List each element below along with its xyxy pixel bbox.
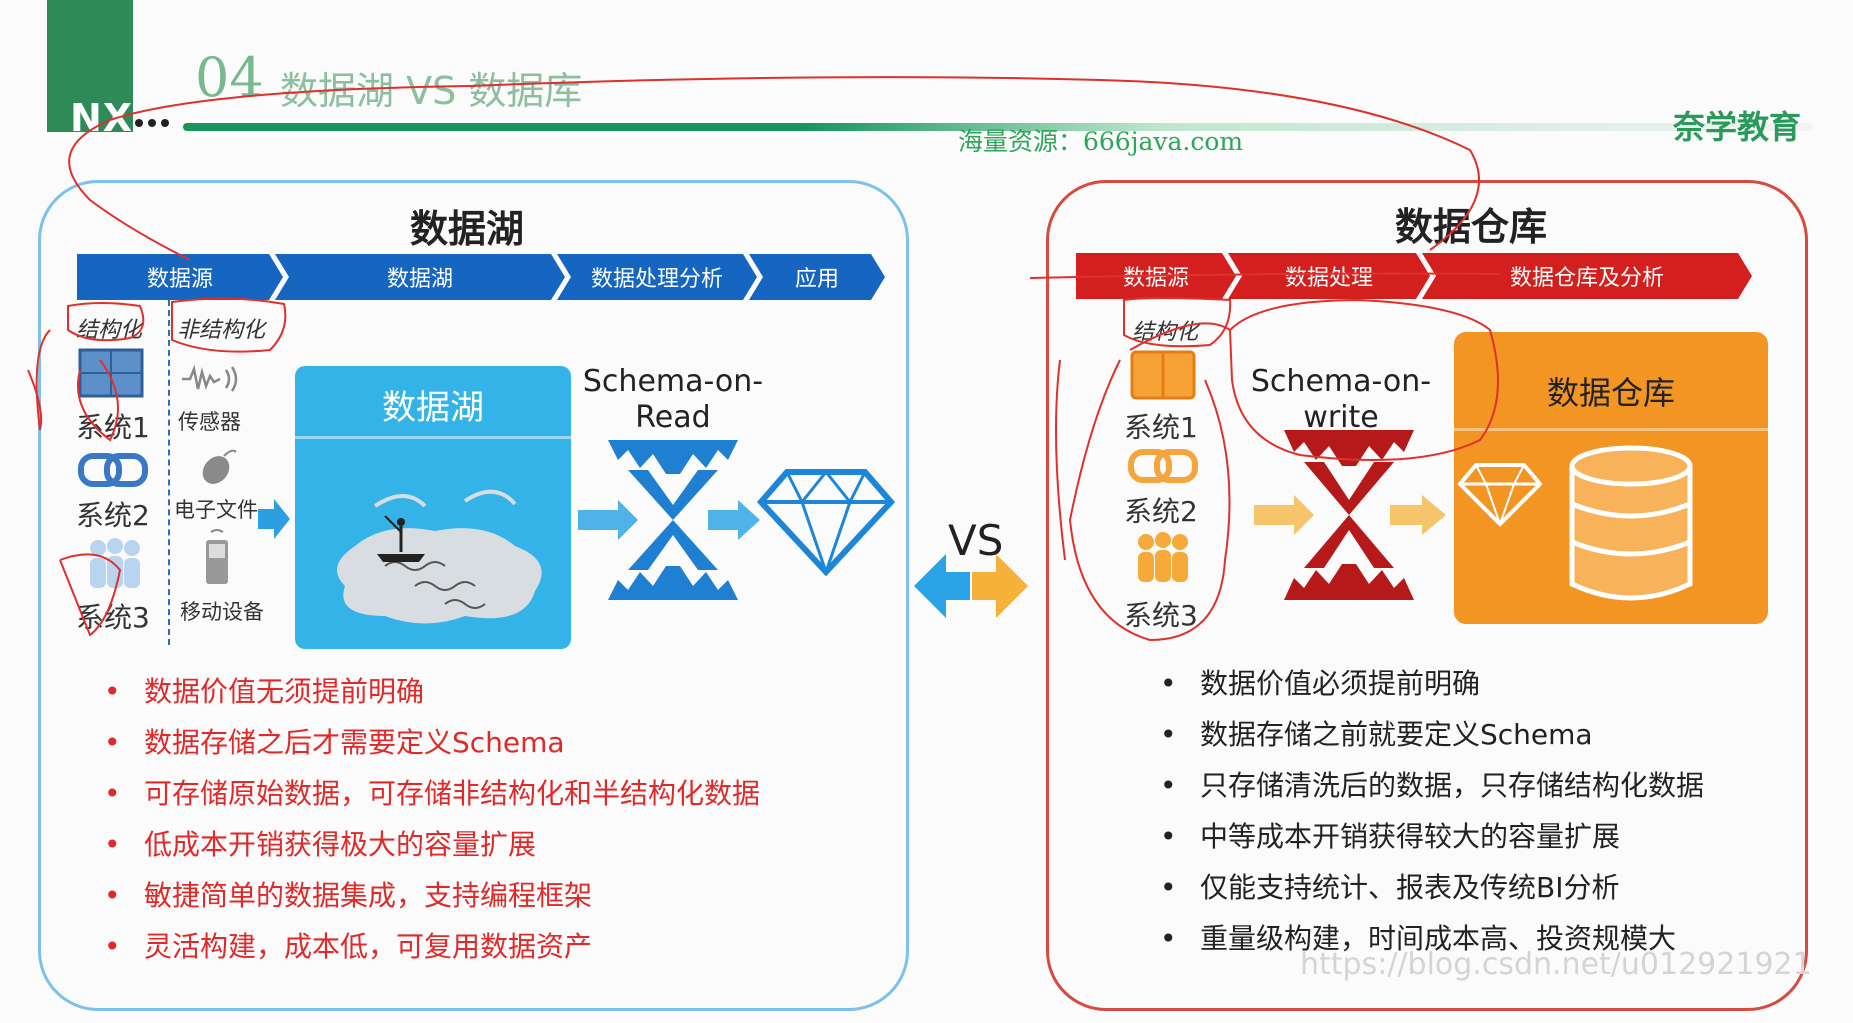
stage-data-source: 数据源 <box>77 254 283 300</box>
schema-on-read-label: Schema-on- Read <box>578 364 768 436</box>
data-lake-bullet-list: •数据价值无须提前明确 •数据存储之后才需要定义Schema •可存储原始数据，… <box>104 666 760 972</box>
logo-dots <box>135 112 175 127</box>
list-item: •数据存储之前就要定义Schema <box>1160 718 1593 751</box>
source-divider <box>168 300 170 645</box>
header-green-block <box>47 0 133 132</box>
stage-warehouse-analysis: 数据仓库及分析 <box>1422 253 1752 299</box>
data-lake-box: 数据湖 <box>295 366 571 649</box>
vs-label: VS <box>948 516 1004 565</box>
stage-application: 应用 <box>749 254 885 300</box>
swap-arrows-icon <box>914 554 1028 618</box>
schema-read-line2: Read <box>635 400 711 435</box>
list-item: •数据价值必须提前明确 <box>1160 667 1481 700</box>
mobile-device-label: 移动设备 <box>180 600 264 624</box>
logo: NX <box>70 96 134 140</box>
data-lake-box-label: 数据湖 <box>382 388 484 428</box>
csdn-watermark: https://blog.csdn.net/u012921921 <box>1300 947 1812 982</box>
list-item: •可存储原始数据，可存储非结构化和半结构化数据 <box>104 777 761 810</box>
right-system-3: 系统3 <box>1124 599 1198 632</box>
data-warehouse-title: 数据仓库 <box>1395 205 1548 249</box>
list-item: •重量级构建，时间成本高、投资规模大 <box>1160 922 1677 955</box>
list-item: •灵活构建，成本低，可复用数据资产 <box>104 930 593 963</box>
stage-processing: 数据处理 <box>1228 253 1430 299</box>
arrow-into-lake-icon <box>258 499 290 539</box>
database-table-icon <box>1130 350 1196 400</box>
watermark-text: 海量资源：666java.com <box>958 127 1244 156</box>
sensor-label: 传感器 <box>178 410 241 434</box>
header-underline <box>183 123 1813 131</box>
schema-on-write-label: Schema-on- write <box>1246 364 1436 436</box>
right-system-2: 系统2 <box>1124 495 1198 528</box>
link-chain-icon <box>1128 449 1198 483</box>
e-file-label: 电子文件 <box>174 498 258 522</box>
mobile-phone-icon <box>206 529 228 584</box>
users-group-icon <box>90 538 140 588</box>
data-warehouse-panel <box>1046 180 1808 1011</box>
right-system-1: 系统1 <box>1124 411 1198 444</box>
data-lake-stage-bar: 数据源 数据湖 数据处理分析 应用 <box>77 254 885 300</box>
list-item: •敏捷简单的数据集成，支持编程框架 <box>104 879 593 912</box>
link-chain-icon <box>78 453 148 487</box>
list-item: •数据存储之后才需要定义Schema <box>104 726 565 759</box>
data-warehouse-box-label: 数据仓库 <box>1546 374 1675 412</box>
gears-icon-blue <box>578 440 760 600</box>
data-lake-panel <box>38 180 909 1011</box>
database-table-icon <box>78 348 144 398</box>
list-item: •数据价值无须提前明确 <box>104 675 425 708</box>
list-item: •中等成本开销获得较大的容量扩展 <box>1160 820 1621 853</box>
warehouse-box-divider <box>1454 428 1768 431</box>
list-item: •仅能支持统计、报表及传统BI分析 <box>1160 871 1620 904</box>
stage-data-lake: 数据湖 <box>275 254 565 300</box>
schema-write-line1: Schema-on- <box>1250 364 1432 399</box>
schema-read-line1: Schema-on- <box>582 364 764 399</box>
data-warehouse-box: 数据仓库 <box>1454 332 1768 624</box>
sound-wave-icon <box>182 364 238 392</box>
database-cylinder-icon <box>1569 445 1693 601</box>
list-item: •低成本开销获得极大的容量扩展 <box>104 828 537 861</box>
diamond-icon <box>1458 463 1542 528</box>
data-lake-title: 数据湖 <box>410 207 525 251</box>
list-item: •只存储清洗后的数据，只存储结构化数据 <box>1160 769 1705 802</box>
lake-illustration-icon <box>337 489 542 624</box>
left-system-2: 系统2 <box>76 499 150 532</box>
data-warehouse-bullet-list: •数据价值必须提前明确 •数据存储之前就要定义Schema •只存储清洗后的数据… <box>1160 658 1704 964</box>
mouse-icon <box>202 449 237 484</box>
lake-box-divider <box>295 436 571 439</box>
diamond-icon <box>757 469 895 576</box>
stage-processing: 数据处理分析 <box>557 254 757 300</box>
unstructured-label: 非结构化 <box>177 318 266 343</box>
brand-name: 奈学教育 <box>1673 108 1802 146</box>
schema-write-line2: write <box>1303 400 1379 435</box>
users-group-icon <box>1138 532 1188 582</box>
